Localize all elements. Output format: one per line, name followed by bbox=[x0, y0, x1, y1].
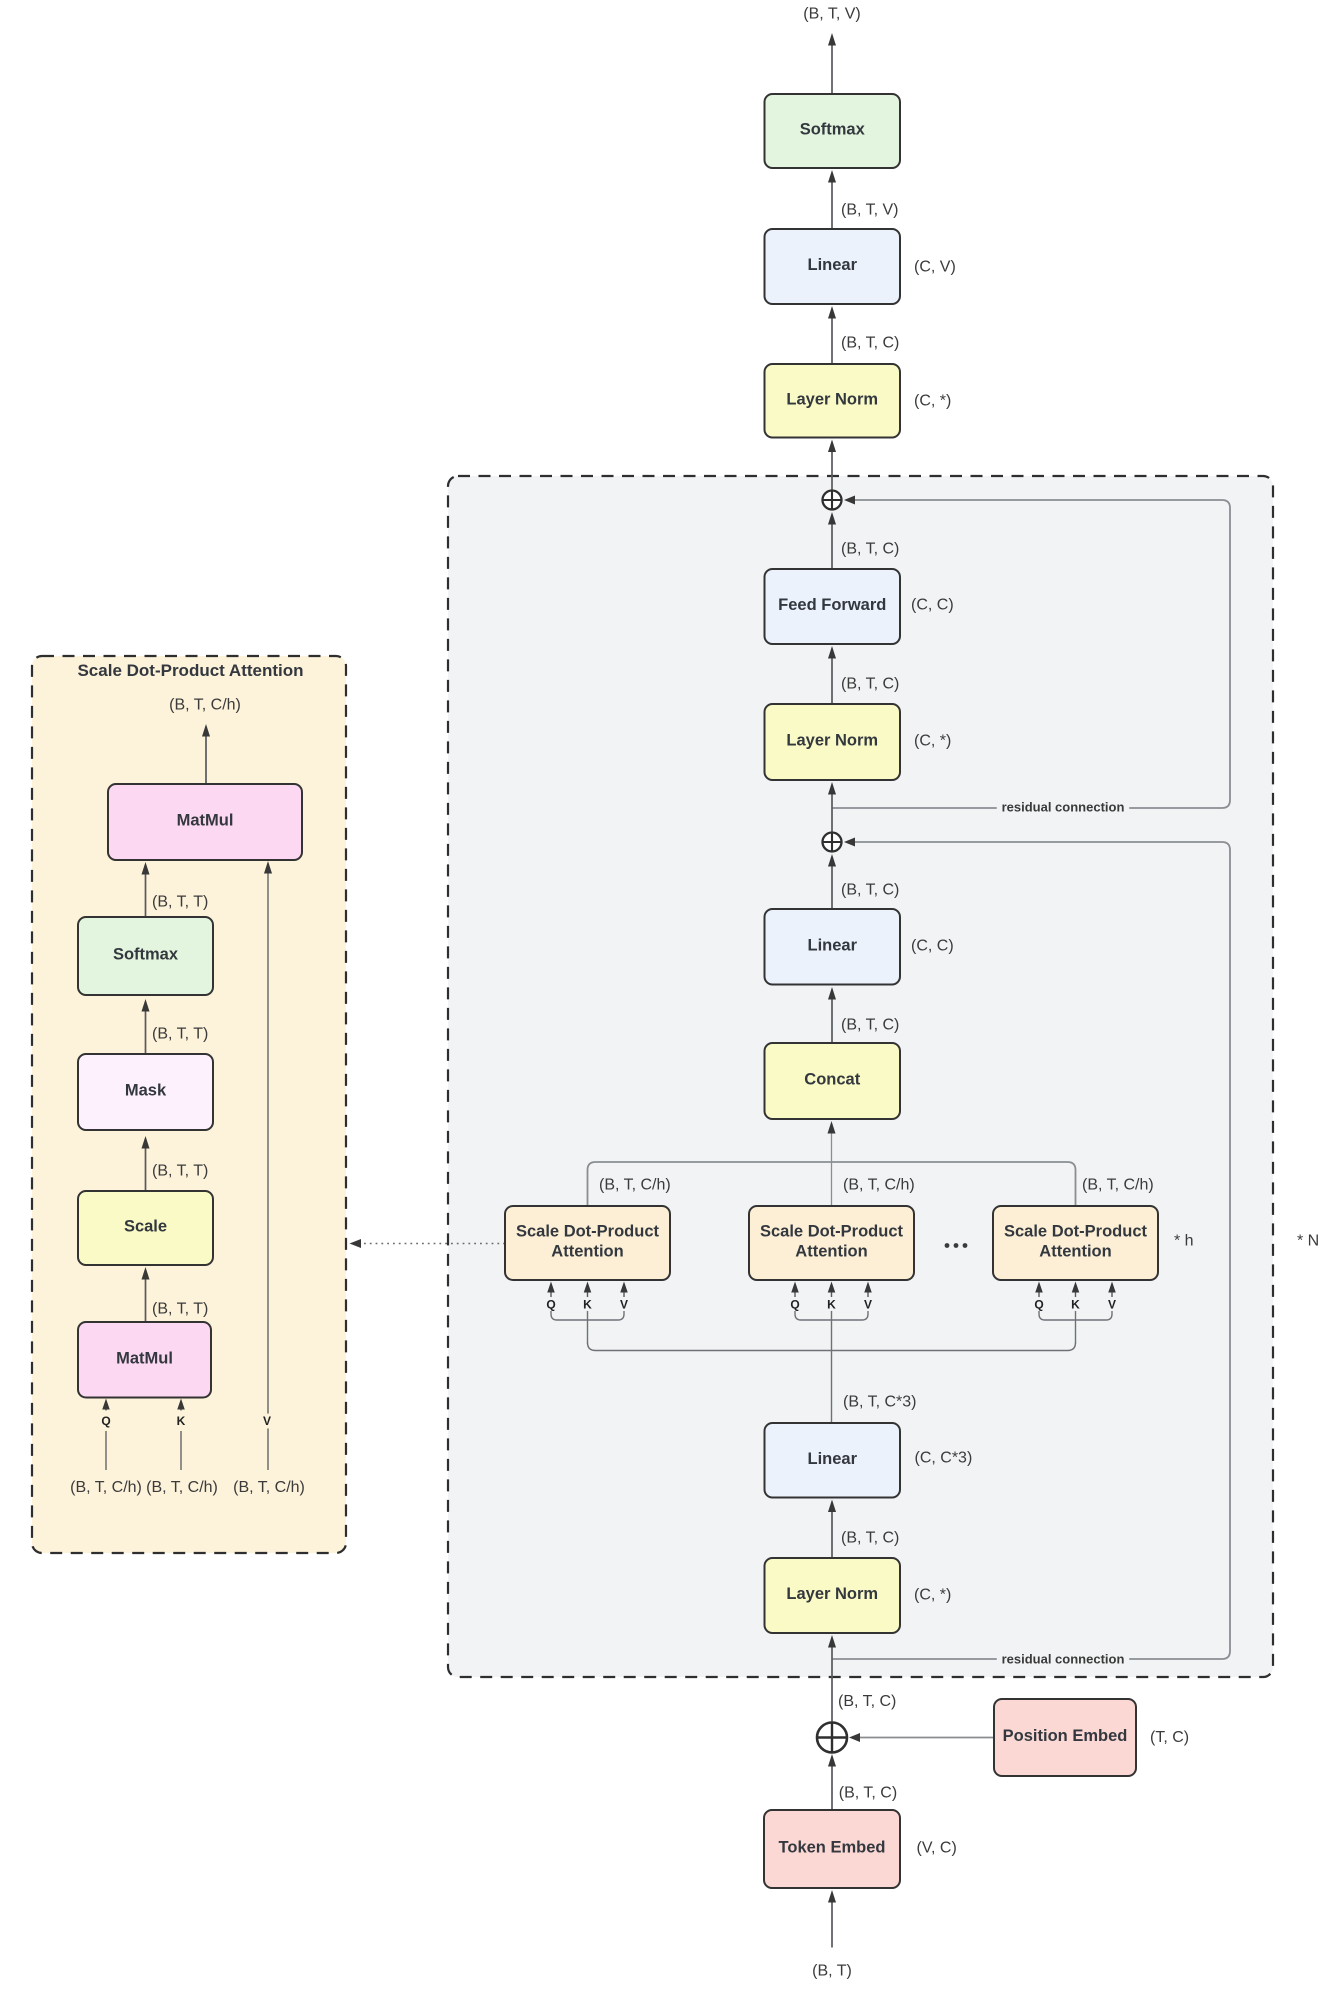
svg-text:residual connection: residual connection bbox=[1002, 800, 1125, 815]
svg-text:V: V bbox=[1108, 1298, 1116, 1312]
svg-text:(B, T, C): (B, T, C) bbox=[841, 676, 899, 693]
svg-text:Linear: Linear bbox=[807, 1450, 857, 1468]
svg-text:(C, *): (C, *) bbox=[914, 733, 951, 750]
svg-text:Scale: Scale bbox=[124, 1218, 167, 1236]
svg-text:V: V bbox=[263, 1414, 271, 1428]
svg-text:Linear: Linear bbox=[807, 256, 857, 274]
svg-text:(B, T, C/h): (B, T, C/h) bbox=[169, 697, 241, 714]
svg-text:(C, V): (C, V) bbox=[914, 259, 956, 276]
svg-text:(B, T, T): (B, T, T) bbox=[152, 1026, 208, 1043]
svg-text:(B, T, V): (B, T, V) bbox=[803, 6, 861, 23]
svg-text:(C, C): (C, C) bbox=[911, 597, 954, 614]
svg-text:Mask: Mask bbox=[125, 1082, 167, 1100]
svg-text:Softmax: Softmax bbox=[113, 946, 179, 964]
svg-text:Q: Q bbox=[101, 1414, 110, 1428]
svg-text:Q: Q bbox=[1034, 1298, 1043, 1312]
svg-text:Attention: Attention bbox=[1039, 1243, 1111, 1261]
svg-text:(B, T, C): (B, T, C) bbox=[841, 541, 899, 558]
svg-text:(B, T, V): (B, T, V) bbox=[841, 202, 899, 219]
svg-text:(B, T): (B, T) bbox=[812, 1963, 852, 1980]
svg-text:Layer Norm: Layer Norm bbox=[786, 1585, 878, 1603]
svg-text:(B, T, C/h): (B, T, C/h) bbox=[599, 1177, 671, 1194]
svg-text:(C, *): (C, *) bbox=[914, 1587, 951, 1604]
svg-text:Q: Q bbox=[546, 1298, 555, 1312]
svg-text:K: K bbox=[177, 1414, 186, 1428]
svg-text:Layer Norm: Layer Norm bbox=[786, 390, 878, 408]
svg-text:(C, C): (C, C) bbox=[911, 938, 954, 955]
svg-text:K: K bbox=[827, 1298, 836, 1312]
svg-text:* h: * h bbox=[1174, 1233, 1194, 1250]
svg-text:MatMul: MatMul bbox=[116, 1349, 173, 1367]
svg-text:Attention: Attention bbox=[551, 1243, 623, 1261]
svg-text:Token Embed: Token Embed bbox=[779, 1839, 886, 1857]
svg-text:Layer Norm: Layer Norm bbox=[786, 732, 878, 750]
svg-text:MatMul: MatMul bbox=[177, 812, 234, 830]
svg-text:(C, *): (C, *) bbox=[914, 393, 951, 410]
svg-text:K: K bbox=[1071, 1298, 1080, 1312]
svg-text:(B, T, T): (B, T, T) bbox=[152, 894, 208, 911]
svg-text:(B, T, C/h): (B, T, C/h) bbox=[233, 1479, 305, 1496]
svg-text:(B, T, C): (B, T, C) bbox=[841, 1530, 899, 1547]
svg-text:Scale Dot-Product Attention: Scale Dot-Product Attention bbox=[77, 661, 303, 680]
svg-text:K: K bbox=[583, 1298, 592, 1312]
svg-text:Softmax: Softmax bbox=[800, 121, 866, 139]
svg-text:Scale Dot-Product: Scale Dot-Product bbox=[516, 1223, 660, 1241]
svg-text:(B, T, C/h): (B, T, C/h) bbox=[1082, 1177, 1154, 1194]
svg-text:Concat: Concat bbox=[804, 1071, 860, 1089]
svg-text:(T, C): (T, C) bbox=[1150, 1729, 1189, 1746]
svg-text:Scale Dot-Product: Scale Dot-Product bbox=[1004, 1223, 1148, 1241]
svg-text:(B, T, T): (B, T, T) bbox=[152, 1301, 208, 1318]
svg-text:Attention: Attention bbox=[795, 1243, 867, 1261]
svg-text:(B, T, C): (B, T, C) bbox=[841, 1017, 899, 1034]
svg-text:(B, T, C): (B, T, C) bbox=[841, 882, 899, 899]
svg-text:(B, T, C): (B, T, C) bbox=[841, 335, 899, 352]
svg-text:* N: * N bbox=[1297, 1233, 1319, 1250]
svg-text:(B, T, C/h): (B, T, C/h) bbox=[146, 1479, 218, 1496]
svg-text:(B, T, T): (B, T, T) bbox=[152, 1163, 208, 1180]
svg-text:(B, T, C/h): (B, T, C/h) bbox=[843, 1177, 915, 1194]
svg-text:Linear: Linear bbox=[807, 936, 857, 954]
svg-text:V: V bbox=[864, 1298, 872, 1312]
svg-text:(B, T, C): (B, T, C) bbox=[839, 1785, 897, 1802]
svg-text:Q: Q bbox=[790, 1298, 799, 1312]
svg-text:residual connection: residual connection bbox=[1002, 1652, 1125, 1667]
svg-text:(B, T, C/h): (B, T, C/h) bbox=[70, 1479, 142, 1496]
svg-text:(B, T, C*3): (B, T, C*3) bbox=[843, 1394, 917, 1411]
svg-text:Scale Dot-Product: Scale Dot-Product bbox=[760, 1223, 904, 1241]
svg-text:(C, C*3): (C, C*3) bbox=[915, 1450, 973, 1467]
svg-text:(B, T, C): (B, T, C) bbox=[838, 1693, 896, 1710]
svg-text:V: V bbox=[620, 1298, 628, 1312]
svg-text:Feed Forward: Feed Forward bbox=[778, 596, 886, 614]
svg-text:Position Embed: Position Embed bbox=[1003, 1727, 1128, 1745]
svg-text:(V, C): (V, C) bbox=[917, 1840, 957, 1857]
